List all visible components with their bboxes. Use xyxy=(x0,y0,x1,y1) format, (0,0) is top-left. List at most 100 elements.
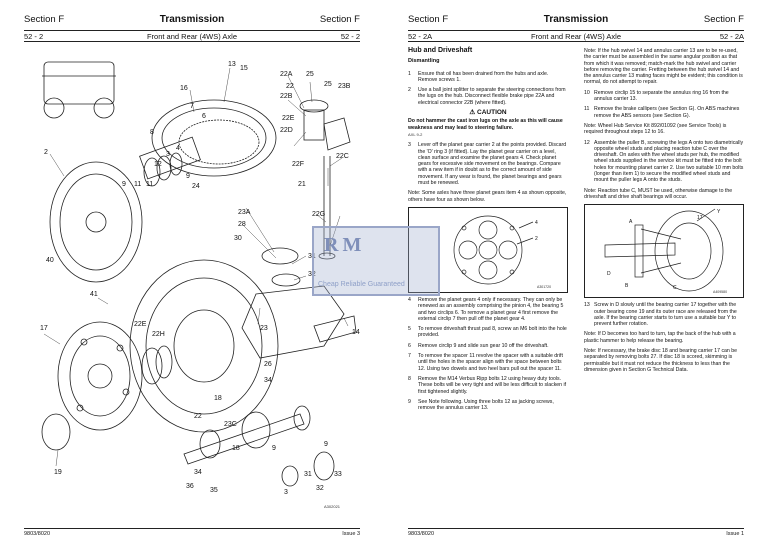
callout: 25 xyxy=(306,71,314,78)
caution-title: CAUTION xyxy=(477,109,507,117)
callout: 33 xyxy=(334,471,342,478)
page-number-right: 52 - 2 xyxy=(340,32,360,41)
callout: 11 xyxy=(146,181,153,188)
left-header: Section F Transmission Section F xyxy=(24,14,360,28)
right-footer: 9803/8020 Issue 1 xyxy=(408,528,744,538)
puller-figure: 17 Y A D B C A409580 xyxy=(584,204,744,299)
procedure-step: 2 Use a ball joint splitter to separate … xyxy=(408,87,568,106)
machine-thumbnail xyxy=(42,61,116,119)
procedure-step: 6 Remove circlip 9 and slide sun gear 10… xyxy=(408,343,568,349)
step-text: Assemble the puller B, screwing the legs… xyxy=(594,139,744,184)
callout: 28 xyxy=(238,221,246,228)
callout: 22H xyxy=(152,331,165,338)
note: Note: If necessary, the brake disc 18 an… xyxy=(584,348,738,373)
step-number: 4 xyxy=(408,296,411,303)
callout: 31 xyxy=(308,253,316,260)
step-number: 8 xyxy=(408,375,411,382)
warning-icon: ⚠ xyxy=(469,109,478,117)
page-subtitle: Front and Rear (4WS) Axle xyxy=(146,32,238,41)
callout: 22E xyxy=(134,321,147,328)
issue-number: Issue 1 xyxy=(726,531,744,537)
callout: 22G xyxy=(312,211,325,218)
text-column-left: Hub and Driveshaft Dismantling 1 Ensure … xyxy=(408,47,568,518)
exploded-axle-diagram: 13 15 16 7 6 8 12 3 4 9 24 2 9 11 11 40 … xyxy=(40,61,360,509)
callout: 16 xyxy=(180,85,188,92)
callout: 30 xyxy=(234,235,242,242)
callout: 22B xyxy=(280,93,293,100)
watermark-brand: RM xyxy=(324,234,366,256)
svg-text:4: 4 xyxy=(535,220,538,226)
step-number: 3 xyxy=(408,142,411,149)
caution-text: Do not hammer the cast iron lugs on the … xyxy=(408,118,563,131)
svg-text:D: D xyxy=(607,271,611,277)
left-page: Section F Transmission Section F 52 - 2 … xyxy=(24,14,360,537)
right-header: Section F Transmission Section F xyxy=(408,14,744,28)
callout: 17 xyxy=(40,325,48,332)
document-number: 9803/8020 xyxy=(408,531,434,537)
page-number-right: 52 - 2A xyxy=(719,32,744,41)
callout: 11 xyxy=(134,181,141,188)
brake-disc xyxy=(129,259,279,433)
callout: 36 xyxy=(186,483,194,490)
step-text: Ensure that oil has been drained from th… xyxy=(418,70,549,83)
callout: 22E xyxy=(282,115,295,122)
planet-gear-diagram: 4 2 A301720 xyxy=(453,215,551,289)
procedure-step: 10 Remove circlip 15 to separate the ann… xyxy=(584,90,744,103)
svg-text:Y: Y xyxy=(717,209,721,215)
figure-id: A301720 xyxy=(537,285,551,289)
callout: 31 xyxy=(304,471,312,478)
procedure-step: 11 Remove the brake callipers (see Secti… xyxy=(584,106,744,119)
callout: 32 xyxy=(308,271,316,278)
swivel-assembly xyxy=(299,99,351,260)
chapter-title: Transmission xyxy=(543,14,609,25)
callout: 32 xyxy=(316,485,324,492)
puller-diagram: 17 Y A D B C A409580 xyxy=(604,208,727,294)
step-text: See Note following. Using three bolts 12… xyxy=(418,398,554,412)
right-subheader: 52 - 2A Front and Rear (4WS) Axle 52 - 2… xyxy=(408,30,744,42)
section-label-right: Section F xyxy=(703,14,744,25)
callout: 18 xyxy=(232,445,240,452)
chapter-title: Transmission xyxy=(159,14,225,25)
planet-carrier xyxy=(49,161,143,283)
figure-id: A409580 xyxy=(713,290,727,294)
hub-swivel xyxy=(241,247,357,359)
callout: 41 xyxy=(90,291,98,298)
step-number: 12 xyxy=(584,139,590,146)
callout: 3 xyxy=(284,489,288,496)
step-text: To remove driveshaft thrust pad 8, screw… xyxy=(418,326,567,339)
step-number: 9 xyxy=(408,398,411,405)
callout: 23 xyxy=(260,325,268,332)
watermark-logo: RM Cheap Reliable Guaranteed xyxy=(312,226,440,296)
callout: 14 xyxy=(352,329,360,336)
callout: 22D xyxy=(280,127,293,134)
procedure-step: 8 Remove the M14 Verbus Ripp bolts 12 us… xyxy=(408,376,568,395)
callout: 19 xyxy=(54,469,62,476)
svg-text:A: A xyxy=(629,219,633,225)
svg-text:B: B xyxy=(625,283,629,289)
callout: 18 xyxy=(214,395,222,402)
callout: 9 xyxy=(324,441,328,448)
step-number: 10 xyxy=(584,89,590,96)
procedure-step: 7 To remove the spacer 11 revolve the sp… xyxy=(408,353,568,372)
leader-lines xyxy=(43,67,349,467)
callout: 9 xyxy=(122,181,126,188)
page-subtitle: Front and Rear (4WS) Axle xyxy=(530,32,622,41)
planet-carrier-figure: 4 2 A301720 xyxy=(408,206,568,293)
procedure-step: 3 Lever off the planet gear carrier 2 at… xyxy=(408,142,568,186)
note: Note: Some axles have three planet gears… xyxy=(408,190,567,203)
procedure-step: 4 Remove the planet gears 4 only if nece… xyxy=(408,297,568,322)
callout: 9 xyxy=(186,173,190,180)
callout: 35 xyxy=(210,487,218,494)
step-text: Remove circlip 9 and slide sun gear 10 o… xyxy=(418,342,549,349)
driveshaft-gears xyxy=(139,136,201,187)
bearings xyxy=(41,345,173,451)
page-number: 52 - 2 xyxy=(24,32,44,41)
callout: 22C xyxy=(336,153,349,160)
step-text: Use a ball joint splitter to separate th… xyxy=(418,87,566,106)
callout: 6 xyxy=(202,113,206,120)
callout: 22 xyxy=(194,413,202,420)
section-label: Section F xyxy=(408,14,449,25)
step-text: Remove the planet gears 4 only if necess… xyxy=(418,296,564,322)
procedure-step: 13 Screw in D slowly until the bearing c… xyxy=(584,302,744,327)
callout: 25 xyxy=(324,81,332,88)
